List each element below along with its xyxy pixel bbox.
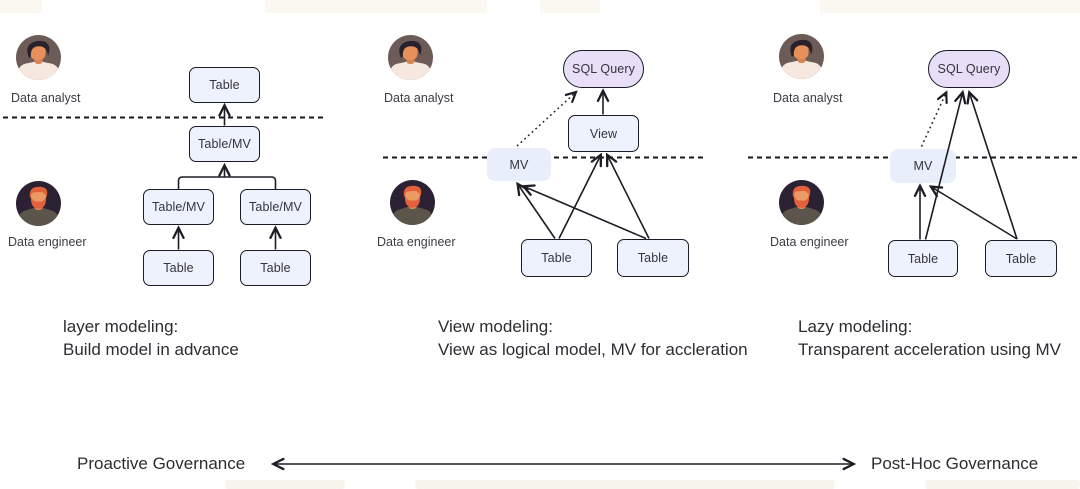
table-node: Table [240,250,311,286]
cropped-artifact [540,0,600,13]
analyst-role-label: Data analyst [773,91,843,105]
cropped-artifact [225,480,345,489]
engineer-role-label: Data engineer [8,235,87,249]
table-mv-node: Table/MV [189,126,260,162]
sql-query-node: SQL Query [928,50,1010,88]
data-engineer-avatar [16,181,61,226]
view-node: View [568,115,639,152]
caption-subtitle: Transparent acceleration using MV [798,340,1062,359]
panel-caption-view-modeling: View modeling: View as logical model, MV… [438,315,748,361]
data-engineer-avatar [779,180,824,225]
post-hoc-governance-label: Post-Hoc Governance [871,454,1039,473]
cropped-artifact [0,0,42,13]
data-analyst-avatar [779,34,824,79]
caption-title: layer modeling: [63,317,179,336]
analyst-role-label: Data analyst [384,91,454,105]
panel-caption-layer-modeling: layer modeling: Build model in advance [63,315,239,361]
panel-caption-lazy-modeling: Lazy modeling: Transparent acceleration … [798,315,1061,361]
table-node: Table [189,67,260,103]
cropped-artifact [265,0,487,13]
table-node: Table [985,240,1057,277]
cropped-artifact [925,480,1080,489]
table-node: Table [617,239,689,277]
table-mv-node: Table/MV [240,189,311,225]
data-engineer-avatar [390,180,435,225]
cropped-artifact [820,0,1080,13]
table-node: Table [888,240,958,277]
proactive-governance-label: Proactive Governance [77,454,246,473]
engineer-role-label: Data engineer [770,235,849,249]
caption-title: View modeling: [438,317,553,336]
data-analyst-avatar [16,35,61,80]
caption-subtitle: Build model in advance [63,340,239,359]
cropped-artifact [415,480,835,489]
mv-node: MV [890,149,956,183]
analyst-role-label: Data analyst [11,91,81,105]
table-node: Table [521,239,592,277]
caption-title: Lazy modeling: [798,317,913,336]
caption-subtitle: View as logical model, MV for accleratio… [438,340,748,359]
table-mv-node: Table/MV [143,189,214,225]
mv-node: MV [487,148,551,181]
data-analyst-avatar [388,35,433,80]
table-node: Table [143,250,214,286]
sql-query-node: SQL Query [563,50,644,88]
engineer-role-label: Data engineer [377,235,456,249]
